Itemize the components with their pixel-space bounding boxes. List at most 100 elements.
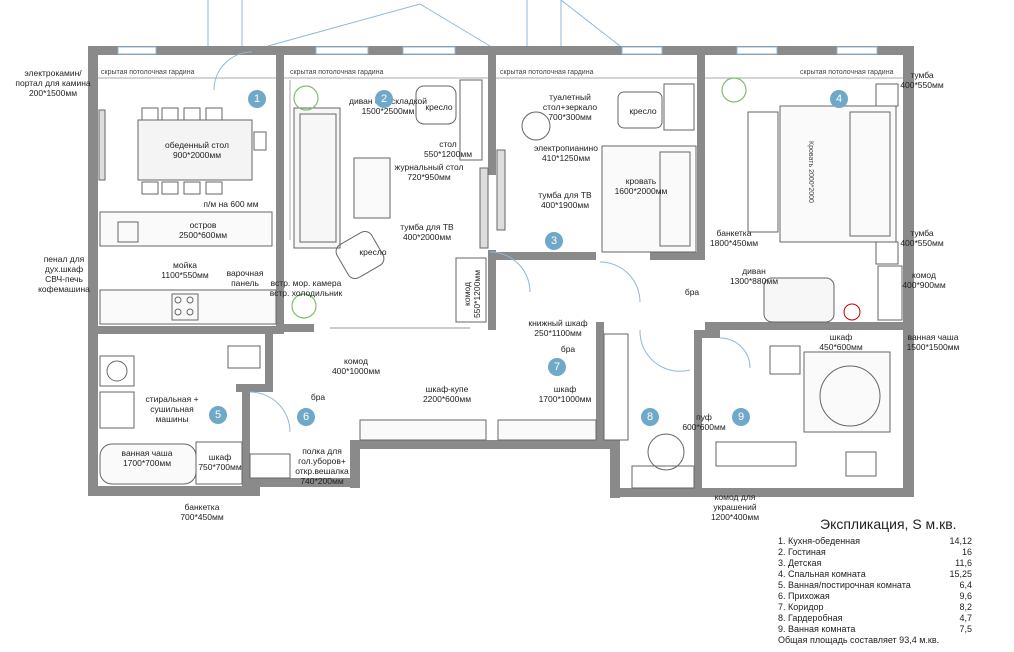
- label-bench-5: банкетка 700*450мм: [180, 502, 224, 522]
- legend-room-name: 1. Кухня-обеденная: [778, 536, 861, 546]
- label-jewelry: комод для украшений 1200*400мм: [710, 492, 760, 522]
- curtain-label-4: скрытая потолочная гардина: [800, 69, 894, 76]
- wall-9-left: [702, 330, 720, 338]
- label-armchair-3: кресло: [629, 106, 657, 116]
- living-furniture: [293, 79, 489, 329]
- label-hob: варочная панель: [226, 268, 264, 288]
- wardrobe-5: [195, 441, 243, 485]
- legend-row: 9. Ванная комната 7,5: [778, 624, 972, 635]
- bathroom-furniture: [715, 345, 891, 477]
- balcony-lines: [207, 0, 621, 47]
- label-wardrobe-7: шкаф 1700*1000мм: [538, 384, 592, 404]
- desk: [459, 79, 483, 161]
- window-6: [836, 46, 878, 55]
- legend-room-area: 9,6: [959, 591, 972, 601]
- washer: [99, 355, 135, 387]
- tv-stand-3: [496, 149, 506, 231]
- legend-room-name: 2. Гостиная: [778, 547, 826, 557]
- label-bed-3: кровать 1600*2000мм: [614, 176, 668, 196]
- room-number-9: 9: [732, 408, 750, 426]
- fireplace: [98, 109, 106, 181]
- wall-5-right2: [242, 392, 250, 486]
- wall-2-3: [488, 55, 496, 175]
- label-wardrobe-5: шкаф 750*700мм: [198, 452, 242, 472]
- wall-bottom-right: [610, 488, 914, 497]
- label-nightstand-top: тумба 400*550мм: [900, 70, 944, 90]
- wall-3-bottom2: [650, 252, 705, 260]
- bench-5: [249, 453, 291, 479]
- legend-room-area: 14,12: [949, 536, 972, 546]
- bath-bowl: [803, 351, 891, 433]
- wall-living-bottom: [284, 324, 314, 332]
- window-4: [621, 46, 663, 55]
- legend-room-name: 7. Коридор: [778, 602, 824, 612]
- legend-room-name: 9. Ванная комната: [778, 624, 856, 634]
- room-number-7: 7: [548, 358, 566, 376]
- curtain-label-1: скрытая потолочная гардина: [101, 69, 195, 76]
- legend-row: 2. Гостиная 16: [778, 547, 972, 558]
- wall-bottom-left: [88, 486, 260, 496]
- plant-2: [721, 77, 747, 103]
- legend-room-area: 16: [961, 547, 972, 557]
- wall-5-mid: [236, 384, 273, 392]
- coffee-table: [353, 157, 391, 219]
- label-sconce-1: бра: [684, 287, 700, 297]
- label-bookcase: книжный шкаф 250*1100мм: [528, 318, 588, 338]
- wall-bottom-mid3: [350, 440, 620, 449]
- kids-furniture: [496, 83, 697, 253]
- legend-row: 6. Прихожая 9,6: [778, 591, 972, 602]
- room-number-3: 3: [545, 232, 563, 250]
- kitchen-furniture: [98, 107, 277, 325]
- label-fridge: встр. мор. камера встр. холодильник: [269, 278, 343, 298]
- wall-right: [903, 46, 914, 496]
- legend-room-area: 11,6: [955, 558, 972, 568]
- legend-room-area: 7,5: [959, 624, 972, 634]
- legend-row: 1. Кухня-обеденная 14,12: [778, 536, 972, 547]
- doors: [213, 51, 751, 433]
- legend-room-name: 8. Гардеробная: [778, 613, 843, 623]
- toilet-5: [227, 345, 261, 369]
- dresser-2: [455, 257, 487, 323]
- wall-3-4: [697, 55, 705, 260]
- wall-bottom-mid4: [610, 440, 620, 498]
- vanity-chair: [617, 91, 663, 129]
- wall-1-2: [276, 55, 284, 330]
- legend-total: Общая площадь составляет 93,4 м.кв.: [778, 635, 940, 645]
- label-sconce-2: бра: [560, 344, 576, 354]
- window-2: [315, 46, 369, 55]
- legend-room-area: 4,7: [959, 613, 972, 623]
- label-tv-stand-3: тумба для ТВ 400*1900мм: [538, 190, 592, 210]
- wall-3-bottom: [496, 252, 596, 260]
- label-dresser-6: комод 400*1000мм: [331, 356, 381, 376]
- label-sofa-4: диван 1300*880мм: [729, 266, 779, 286]
- coupe-wardrobe: [359, 419, 487, 441]
- legend-room-name: 6. Прихожая: [778, 591, 830, 601]
- label-dining-table: обеденный стол 900*2000мм: [165, 140, 229, 160]
- room-number-5: 5: [209, 406, 227, 424]
- sofa: [293, 107, 341, 249]
- hall-furniture: [249, 333, 695, 489]
- label-coffee-table: журнальный стол 720*950мм: [394, 162, 464, 182]
- window-5: [736, 46, 778, 55]
- pouf: [647, 433, 685, 471]
- dryer: [99, 391, 135, 429]
- label-desk: стол 550*1200мм: [423, 139, 473, 159]
- bed-4: [779, 105, 897, 243]
- wall-kitchen-bottom: [98, 326, 284, 334]
- label-pouf: пуф 600*600мм: [682, 412, 726, 432]
- legend-row: 8. Гардеробная 4,7: [778, 613, 972, 624]
- label-bed-4: Кровать 2000*2000: [807, 141, 814, 203]
- label-armchair-top: кресло: [425, 102, 453, 112]
- wardrobe-7: [497, 419, 597, 441]
- legend-room-area: 8,2: [959, 602, 972, 612]
- label-bath-bowl: ванная чаша 1500*1500мм: [906, 332, 960, 352]
- dining-table: [137, 119, 253, 181]
- curtain-lines: [98, 77, 903, 240]
- legend-row: 7. Коридор 8,2: [778, 602, 972, 613]
- tv-stand: [479, 167, 489, 249]
- walls: [88, 46, 914, 498]
- bed-3: [601, 145, 697, 253]
